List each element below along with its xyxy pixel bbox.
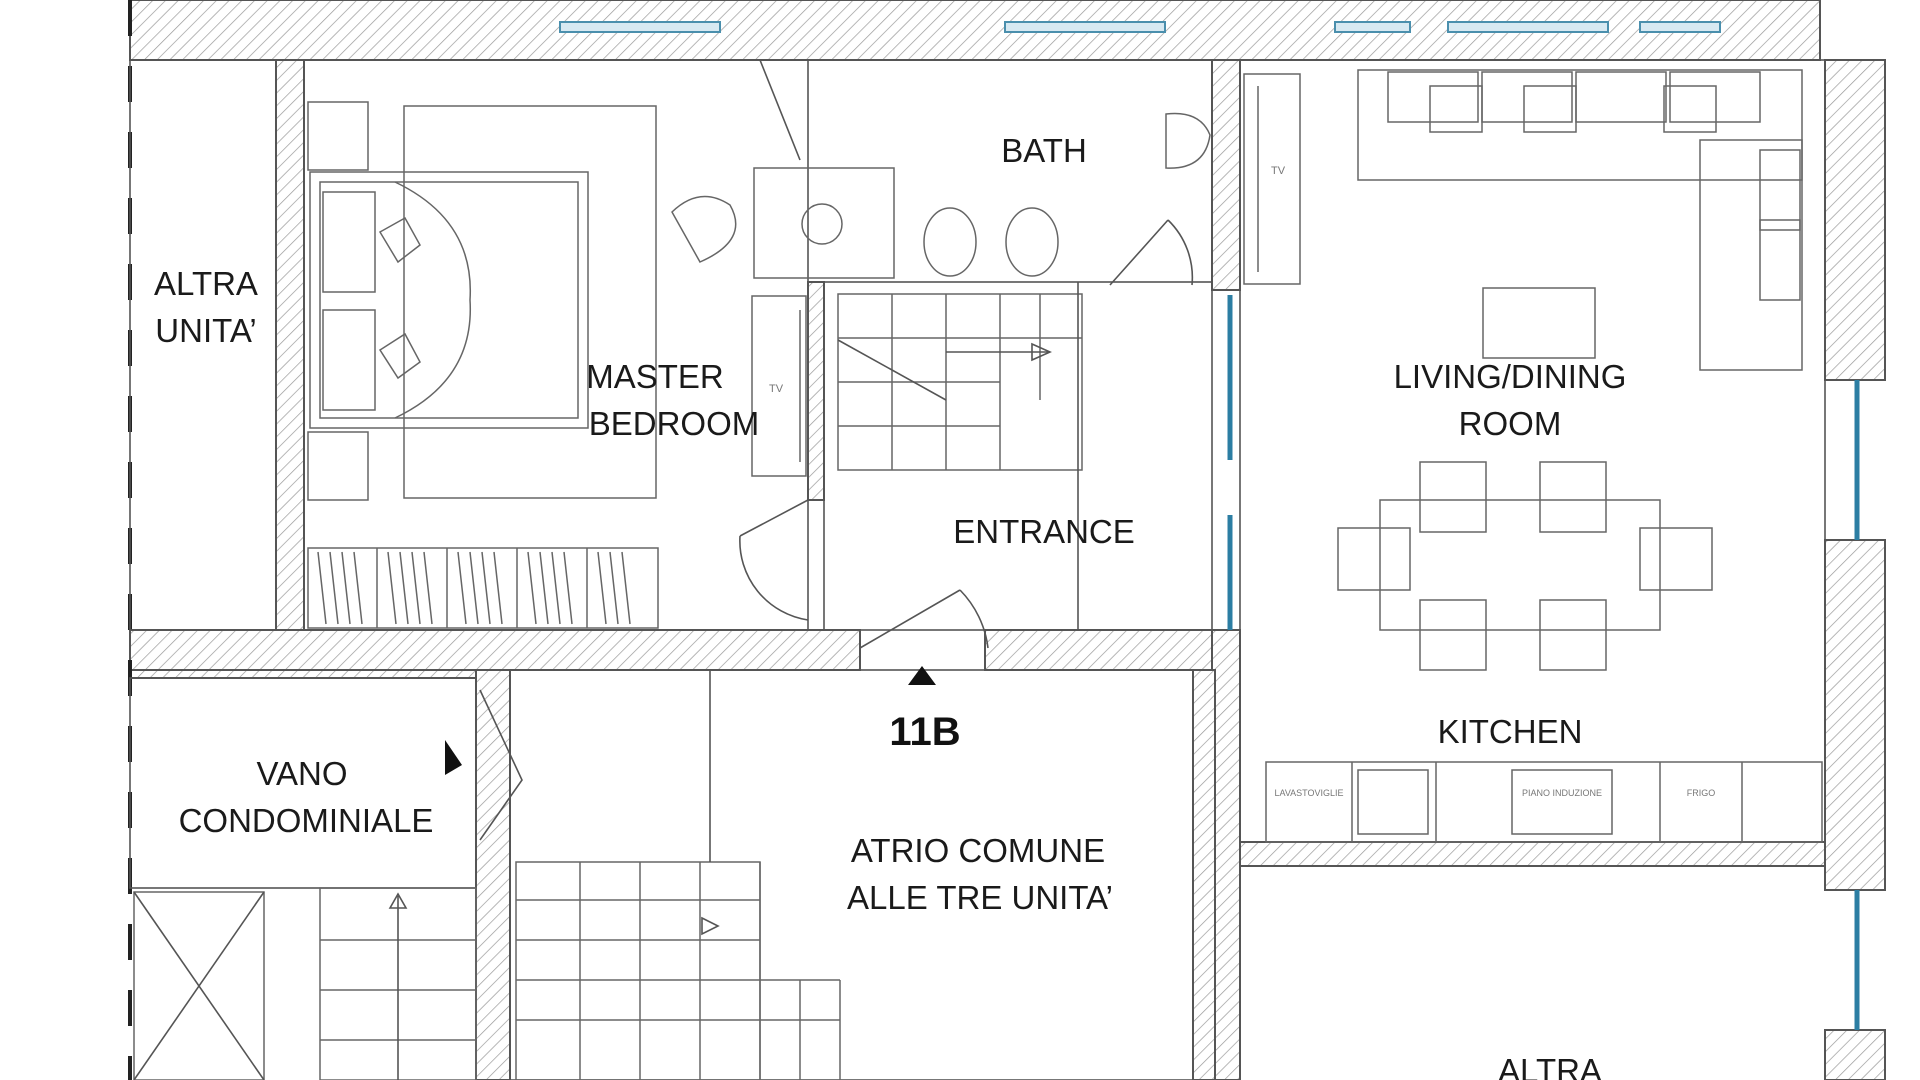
wall-living-left [1211,59,1241,291]
shower-door [759,59,801,161]
window [1004,21,1166,33]
windows-top [559,21,1860,1030]
rug [403,105,657,499]
wall-right-mid [1824,539,1886,891]
bidet [1005,207,1059,277]
vano-outline [129,677,477,889]
wall-kitchen-bottom [1239,841,1826,867]
wall-left-column [275,59,305,631]
window [1447,21,1609,33]
internal-stairs [837,293,1083,471]
common-stairs [319,861,841,1080]
room-label-living-dining: LIVING/DINING ROOM [1394,358,1627,442]
dining-table [1337,461,1713,671]
shower [753,167,895,279]
atrio-outline [509,669,1194,1080]
sofa [1357,69,1803,371]
bath-door [1109,219,1194,286]
room-outlines [129,59,1826,1080]
window [1639,21,1721,33]
pillow [322,191,376,293]
wall-living-left-lower [1211,629,1241,1080]
sink [1165,112,1211,169]
room-label-line: CONDOMINIALE [179,802,434,839]
altra-unita-outline [129,59,277,631]
wall-atrio-right [1192,669,1216,1080]
bed [309,105,657,499]
room-label-line: ALTRA [154,265,258,302]
room-label-vano: VANO CONDOMINIALE [179,755,434,839]
room-label-bath: BATH [1001,132,1087,169]
room-label-line: MASTER [586,358,724,395]
wardrobe [307,547,659,629]
vano-door [479,689,523,841]
entrance-outline [823,281,1213,631]
pillow [322,309,376,411]
bath-fixtures [753,59,1211,286]
frigo-label: FRIGO [1687,788,1716,798]
room-label-line: LIVING/DINING [1394,358,1627,395]
wall-middle-horizontal-right [984,629,1241,671]
wall-left-lower [129,669,477,679]
room-label-line: ALLE TRE UNITA’ [847,879,1113,916]
tv-living-label: TV [1271,165,1286,177]
nightstand [307,431,369,501]
room-label-kitchen: KITCHEN [1438,713,1583,750]
room-label-atrio: ATRIO COMUNE ALLE TRE UNITA’ [847,832,1113,916]
wall-vano-right [475,669,511,1080]
armchair [671,195,737,263]
master-bedroom-outline [303,59,809,631]
coffee-table [1482,287,1596,359]
bed-inner [319,181,579,419]
lavastoviglie-label: LAVASTOVIGLIE [1274,788,1343,798]
duvet-fold [394,181,472,419]
room-label-altra-unita: ALTRA UNITA’ [154,265,258,349]
room-label-line: ROOM [1459,405,1562,442]
window [1334,21,1411,33]
cushion [378,216,421,264]
tv-unit [1243,73,1301,285]
room-label-line: UNITA’ [155,312,256,349]
wall-right-low [1824,1029,1886,1080]
toilet [923,207,977,277]
bed-frame [309,171,589,429]
window [559,21,721,33]
room-label-entrance: ENTRANCE [953,513,1135,550]
unit-number: 11B [889,710,960,754]
wall-bed-entrance [807,281,825,501]
room-label-master-bedroom: MASTER BEDROOM [586,358,759,442]
tv-bedroom-label: TV [769,383,784,395]
elevator [133,891,265,1080]
marker-triangle [445,740,462,775]
bedroom-door [739,499,809,621]
entry-arrow [908,666,936,685]
room-label-line: BEDROOM [589,405,760,442]
piano-induzione-label: PIANO INDUZIONE [1522,788,1602,798]
room-label-line: VANO [256,755,347,792]
wall-middle-horizontal [129,629,861,671]
nightstand [307,101,369,171]
entrance-door [859,589,989,649]
tv-stand [751,295,807,477]
cushion [378,332,421,380]
room-label-altra-bottom: ALTRA [1498,1052,1602,1080]
kitchen-counter [1265,761,1823,843]
room-label-line: ATRIO COMUNE [851,832,1105,869]
wall-right [1824,59,1886,381]
walls [129,0,1886,1080]
